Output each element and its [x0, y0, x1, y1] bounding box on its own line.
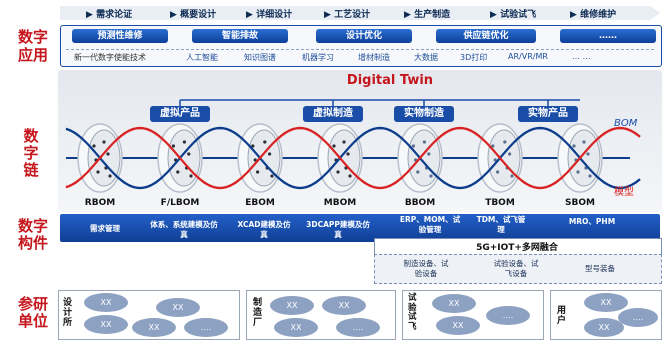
app-button[interactable]: 预测性维修: [72, 29, 168, 43]
unit-oval: XX: [322, 296, 366, 315]
equipment-item: 试验设备、试飞设备: [493, 259, 539, 278]
product-label: 实物产品: [518, 106, 578, 122]
stage-item: ▶ 生产制造: [404, 10, 451, 20]
legend-model: 模型: [614, 187, 634, 198]
bom-label: TBOM: [485, 198, 515, 208]
component-item: XCAD建模及仿真: [237, 220, 291, 239]
tech-item: AR/VR/MR: [508, 52, 548, 61]
section-label-chain: 数字链: [23, 127, 39, 179]
app-button[interactable]: ……: [560, 29, 656, 43]
unit-category: 试验试飞: [408, 293, 417, 332]
unit-oval: XX: [584, 293, 628, 312]
tech-item: 大数据: [414, 53, 438, 62]
tech-item: 知识图谱: [244, 53, 276, 62]
section-label-apps: 数字应用: [17, 28, 48, 64]
tech-item: 机器学习: [302, 53, 334, 62]
equipment-item: 型号装备: [585, 264, 615, 273]
app-button[interactable]: 设计优化: [316, 29, 412, 43]
product-label: 虚拟产品: [150, 106, 210, 122]
bom-label: MBOM: [323, 198, 357, 208]
bom-label: SBOM: [565, 198, 595, 208]
product-label: 虚拟制造: [303, 106, 363, 122]
unit-oval: XX: [270, 296, 314, 315]
unit-oval: XX: [132, 318, 176, 337]
unit-oval: XX: [584, 318, 624, 337]
bom-label: BBOM: [404, 198, 436, 208]
component-item: ERP、MOM、试验管理: [399, 215, 461, 234]
equipment-box: [374, 254, 662, 284]
digital-chain-graphic: [65, 123, 641, 193]
section-label-components: 数字构件: [17, 217, 48, 252]
tech-item: 3D打印: [460, 53, 488, 62]
component-item: MRO、PHM: [568, 217, 616, 226]
bom-label: EBOM: [245, 198, 275, 208]
app-button[interactable]: 智能排故: [192, 29, 288, 43]
model-wave-front: [65, 126, 641, 190]
unit-category: 用户: [557, 306, 567, 326]
stage-item: ▶ 需求论证: [86, 10, 133, 20]
unit-oval: XX: [156, 298, 200, 317]
unit-oval-more: ….: [618, 308, 658, 327]
twin-title: Digital Twin: [346, 73, 434, 88]
tech-item: 新一代数字使能技术: [74, 53, 146, 62]
component-item: TDM、试飞管理: [476, 215, 526, 234]
unit-oval-more: ….: [486, 306, 530, 325]
stage-item: ▶ 工艺设计: [324, 10, 371, 20]
unit-oval-more: ….: [336, 318, 380, 337]
bom-label: F/LBOM: [160, 198, 200, 208]
unit-oval: XX: [84, 293, 128, 312]
unit-oval: XX: [84, 315, 128, 334]
app-button[interactable]: 供应链优化: [436, 29, 536, 43]
unit-category: 设计所: [63, 298, 73, 328]
unit-category: 制造厂: [253, 298, 263, 328]
network-label: 5G+IOT+多网融合: [476, 243, 558, 253]
tech-row: [66, 49, 654, 63]
bom-wave-front: [65, 126, 641, 190]
equipment-item: 制造设备、试验设备: [403, 259, 449, 278]
unit-oval: XX: [274, 318, 318, 337]
component-item: 体系、系统建模及仿真: [150, 220, 218, 239]
unit-oval-more: ….: [184, 318, 228, 337]
section-label-units: 参研单位: [17, 295, 48, 330]
stage-item: ▶ 维修维护: [570, 10, 617, 20]
legend-bom: BOM: [614, 118, 638, 129]
product-label: 实物制造: [394, 106, 454, 122]
bom-label: RBOM: [84, 198, 116, 208]
stage-item: ▶ 试验试飞: [490, 10, 537, 20]
tech-item: 人工智能: [186, 53, 218, 62]
component-bar: [60, 214, 660, 242]
component-item: 3DCAPP建模及仿真: [306, 220, 370, 239]
stage-item: ▶ 详细设计: [246, 10, 293, 20]
unit-oval: XX: [432, 294, 476, 313]
tech-item: 增材制造: [358, 53, 390, 62]
stage-bar: [60, 2, 664, 24]
stage-arrow-bg: [60, 6, 660, 20]
tech-item: … …: [572, 52, 591, 61]
component-item: 需求管理: [90, 224, 120, 233]
unit-oval: XX: [436, 316, 480, 335]
stage-item: ▶ 概要设计: [170, 10, 217, 20]
